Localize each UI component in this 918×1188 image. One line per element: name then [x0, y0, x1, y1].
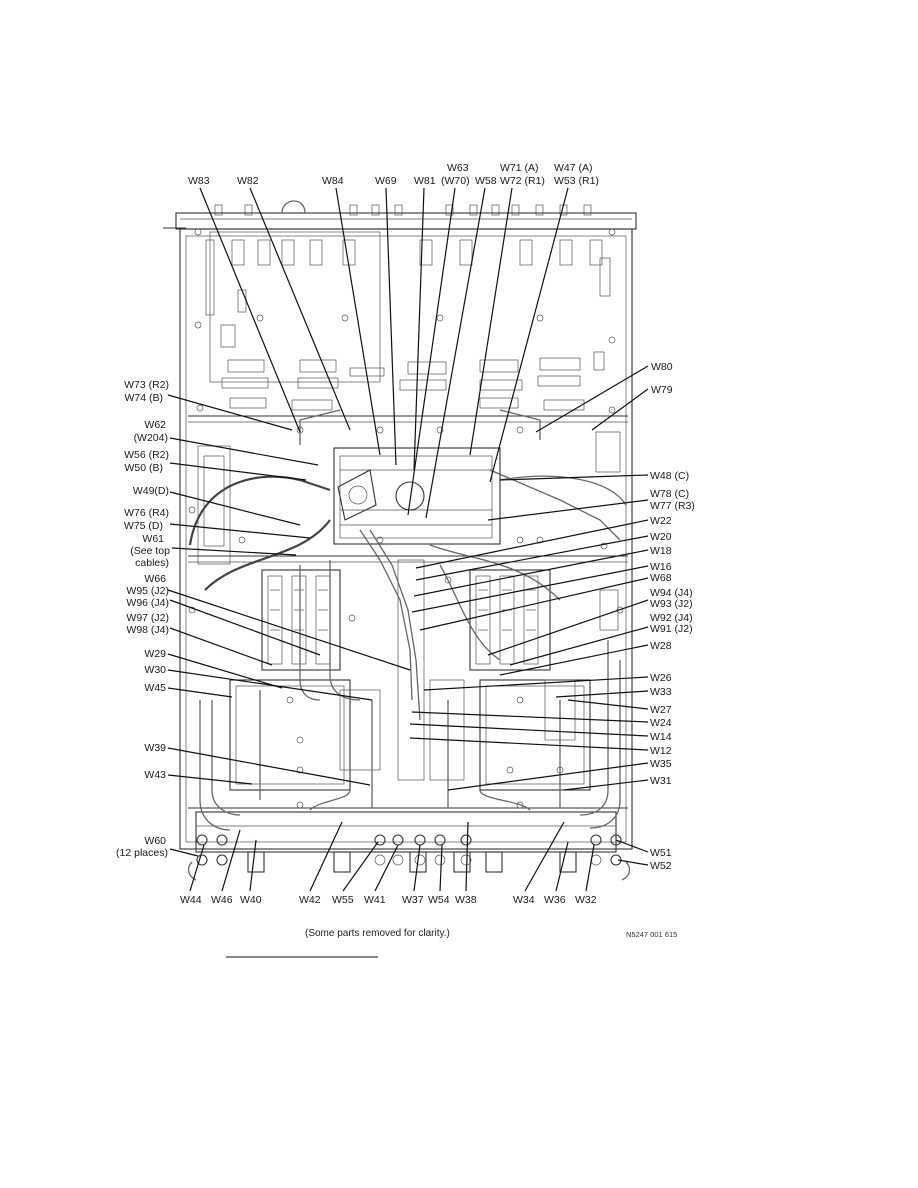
label-cables: cables): [135, 557, 169, 569]
label-w41: W41: [364, 894, 386, 906]
top-labels: W83 W82 W84 W69 W81 W63 (W70) W58 W71 (A…: [188, 162, 599, 187]
label-w55: W55: [332, 894, 354, 906]
label-w83: W83: [188, 175, 210, 187]
label-w75-d: W75 (D): [124, 520, 163, 532]
label-w48-c: W48 (C): [650, 470, 689, 482]
label-w36: W36: [544, 894, 566, 906]
label-w84: W84: [322, 175, 344, 187]
label-w204: (W204): [134, 432, 168, 444]
label-w66: W66: [144, 573, 166, 585]
label-12-places: (12 places): [116, 847, 168, 859]
chassis-drawing: [163, 200, 637, 881]
label-w24: W24: [650, 717, 672, 729]
label-w81: W81: [414, 175, 436, 187]
label-w72-r1: W72 (R1): [500, 175, 545, 187]
label-w79: W79: [651, 384, 673, 396]
label-w42: W42: [299, 894, 321, 906]
label-w68: W68: [650, 572, 672, 584]
label-w82: W82: [237, 175, 259, 187]
label-w69: W69: [375, 175, 397, 187]
label-w73-r2: W73 (R2): [124, 379, 169, 391]
label-w78-c: W78 (C): [650, 488, 689, 500]
bottom-labels: W44 W46 W40 W42 W55 W41 W37 W54 W38 W34 …: [180, 894, 597, 906]
figure-caption: (Some parts removed for clarity.): [305, 928, 450, 939]
label-w16: W16: [650, 561, 672, 573]
label-w22: W22: [650, 515, 672, 527]
label-w30: W30: [144, 664, 166, 676]
label-w43: W43: [144, 769, 166, 781]
label-w50-b: W50 (B): [124, 462, 163, 474]
label-w45: W45: [144, 682, 166, 694]
label-w56-r2: W56 (R2): [124, 449, 169, 461]
right-labels: W80 W79 W48 (C) W78 (C) W77 (R3) W22 W20…: [650, 361, 695, 872]
label-see-top: (See top: [130, 545, 170, 557]
label-w12: W12: [650, 745, 672, 757]
label-w61: W61: [142, 533, 164, 545]
label-w37: W37: [402, 894, 424, 906]
label-w35: W35: [650, 758, 672, 770]
label-w44: W44: [180, 894, 202, 906]
label-w49-d: W49(D): [133, 485, 169, 497]
label-w52: W52: [650, 860, 672, 872]
label-w51: W51: [650, 847, 672, 859]
label-w98-j4: W98 (J4): [126, 624, 169, 636]
label-w31: W31: [650, 775, 672, 787]
label-w53-r1: W53 (R1): [554, 175, 599, 187]
left-labels: W73 (R2) W74 (B) W62 (W204) W56 (R2) W50…: [116, 379, 170, 859]
label-w95-j2: W95 (J2): [126, 585, 169, 597]
label-w92-j4: W92 (J4): [650, 612, 693, 624]
label-w29: W29: [144, 648, 166, 660]
label-w34: W34: [513, 894, 535, 906]
label-w27: W27: [650, 704, 672, 716]
label-w71-a: W71 (A): [500, 162, 539, 174]
figure-reference-number: N5247 001 615: [626, 930, 677, 939]
label-w60: W60: [144, 835, 166, 847]
label-w54: W54: [428, 894, 450, 906]
label-w97-j2: W97 (J2): [126, 612, 169, 624]
label-w46: W46: [211, 894, 233, 906]
label-w14: W14: [650, 731, 672, 743]
label-w39: W39: [144, 742, 166, 754]
label-w28: W28: [650, 640, 672, 652]
label-w47-a: W47 (A): [554, 162, 593, 174]
label-w63: W63: [447, 162, 469, 174]
label-w77-r3: W77 (R3): [650, 500, 695, 512]
label-w20: W20: [650, 531, 672, 543]
label-w40: W40: [240, 894, 262, 906]
label-w91-j2: W91 (J2): [650, 623, 693, 635]
label-w26: W26: [650, 672, 672, 684]
label-w32: W32: [575, 894, 597, 906]
label-w74-b: W74 (B): [124, 392, 163, 404]
label-w76-r4: W76 (R4): [124, 507, 169, 519]
label-w38: W38: [455, 894, 477, 906]
label-w80: W80: [651, 361, 673, 373]
label-w58: W58: [475, 175, 497, 187]
label-w93-j2: W93 (J2): [650, 598, 693, 610]
label-w33: W33: [650, 686, 672, 698]
leader-lines: [167, 187, 649, 892]
label-w18: W18: [650, 545, 672, 557]
label-w70: (W70): [441, 175, 470, 187]
label-w94-j4: W94 (J4): [650, 587, 693, 599]
label-w96-j4: W96 (J4): [126, 597, 169, 609]
label-w62: W62: [144, 419, 166, 431]
